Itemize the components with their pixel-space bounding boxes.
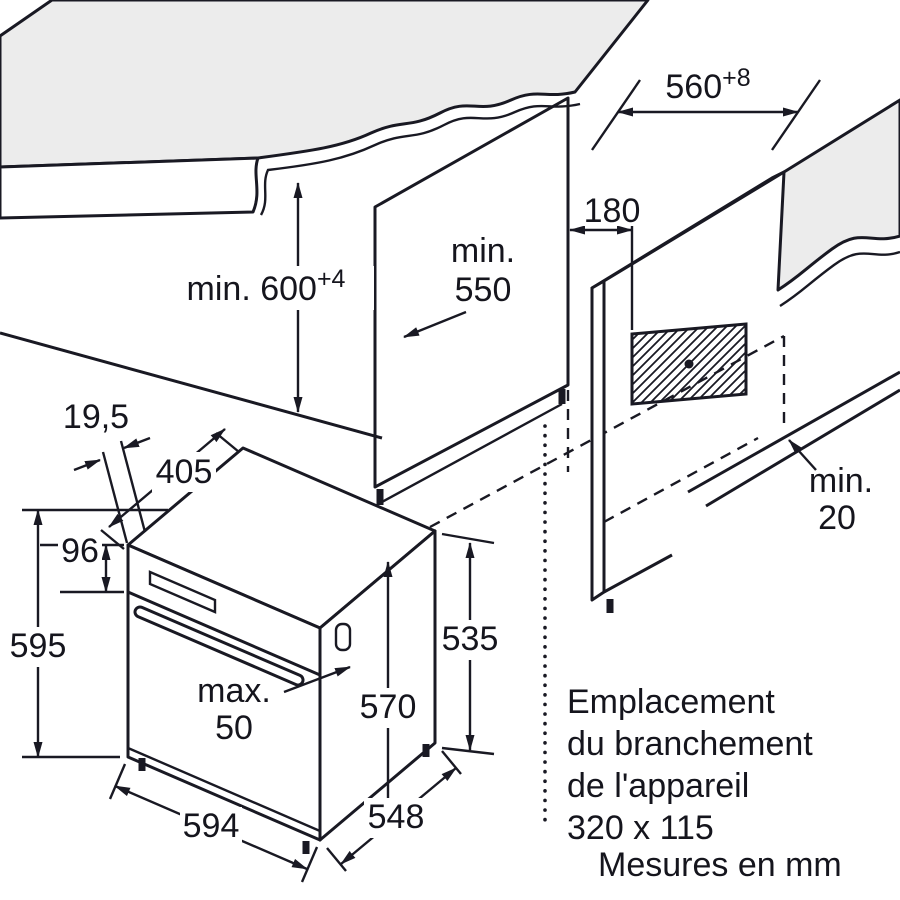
top-depth-label: 405	[156, 453, 213, 491]
connection-point-dot	[684, 359, 694, 369]
annotation-line-4: 320 x 115	[567, 809, 714, 847]
worktop	[0, 0, 650, 220]
dimension-protrusion: max. 50	[197, 665, 351, 747]
protrusion-label-value: 50	[215, 709, 253, 747]
niche-depth-label-value: 550	[455, 271, 512, 309]
front-offset-label: 19,5	[63, 398, 129, 436]
side-grip-slot	[334, 622, 352, 652]
side-panel-bottom-edge	[603, 553, 673, 594]
oven-handle-inner	[136, 608, 302, 684]
niche-depth-label-min: min.	[451, 232, 515, 270]
dimension-niche-width: 560+8	[591, 64, 821, 151]
total-height-label: 595	[10, 627, 67, 665]
rear-gap-label-value: 20	[818, 499, 856, 537]
panel-height-label: 96	[61, 532, 99, 570]
niche-opening	[373, 96, 570, 489]
oven-front-face	[126, 543, 322, 842]
floor-lines-right	[687, 370, 900, 508]
annotation-block: Emplacement du branchement de l'appareil…	[567, 683, 842, 884]
annotation-line-1: Emplacement	[567, 683, 775, 721]
adjacent-worktop	[776, 98, 900, 308]
dimension-body-depth: 548	[326, 750, 462, 872]
hidden-edges	[429, 334, 786, 529]
side-height-label: 535	[442, 620, 499, 658]
worktop-height-label: min. 600+4	[187, 265, 346, 308]
dimension-total-height: 595	[8, 508, 168, 759]
connection-area	[630, 218, 748, 406]
worktop-break-line	[259, 102, 581, 216]
cabinet-base-line	[379, 402, 563, 505]
dimension-front-offset: 19,5	[63, 398, 151, 544]
floor-line-left	[0, 331, 383, 440]
dimension-side-height: 535	[440, 532, 500, 756]
annotation-line-2: du branchement	[567, 725, 813, 763]
niche-width-label: 560+8	[665, 64, 750, 106]
adjacent-break-line	[779, 250, 900, 308]
dimension-front-width: 594	[108, 763, 319, 883]
units-note: Mesures en mm	[598, 846, 842, 884]
display-window	[148, 570, 217, 614]
rear-gap-label-min: min.	[809, 462, 873, 500]
built-in-cabinet	[373, 96, 570, 505]
side-panel-front-edge	[590, 279, 606, 602]
adjacent-worktop-face	[776, 98, 900, 292]
worktop-front-face	[0, 156, 260, 220]
dimension-niche-depth: min. 550	[403, 232, 515, 339]
protrusion-label-max: max.	[197, 672, 271, 710]
body-height-label: 570	[360, 688, 417, 726]
worktop-top-face	[0, 0, 650, 169]
annotation-line-3: de l'appareil	[567, 767, 749, 805]
control-panel-line	[127, 590, 321, 677]
connection-offset-label: 180	[584, 192, 641, 230]
body-depth-label: 548	[368, 798, 425, 836]
oven	[126, 446, 437, 854]
dimension-connection-offset: 180	[569, 190, 644, 235]
dimension-panel-height: 96	[40, 532, 124, 594]
dimension-worktop-height: min. 600+4	[168, 182, 374, 413]
front-width-label: 594	[183, 807, 240, 845]
dimension-rear-gap: min. 20	[788, 439, 873, 537]
